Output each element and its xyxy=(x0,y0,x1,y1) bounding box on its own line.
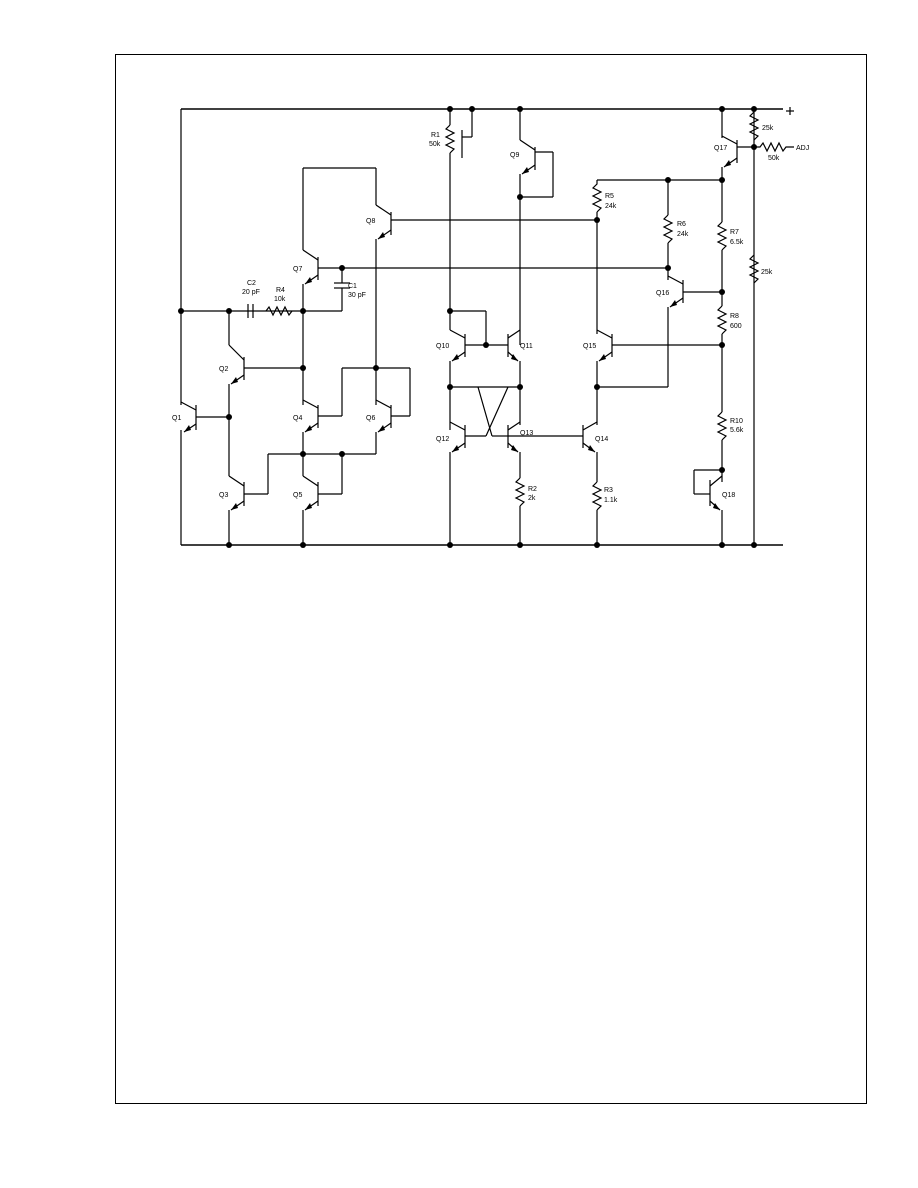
label-q6: Q6 xyxy=(366,415,375,422)
transistor-q15 xyxy=(596,329,722,362)
label-r8-value: 600 xyxy=(730,323,742,330)
label-adj: ADJ xyxy=(796,145,809,152)
label-q5: Q5 xyxy=(293,492,302,499)
label-r7-value: 6.5k xyxy=(730,239,744,246)
label-r3-name: R3 xyxy=(604,487,613,494)
supply-rail xyxy=(181,107,794,115)
label-c1-value: 30 pF xyxy=(348,292,366,299)
resistor-r7 xyxy=(716,221,728,251)
transistor-q9 xyxy=(519,139,554,198)
label-r10-value: 5.6k xyxy=(730,427,744,434)
transistor-q7 xyxy=(302,249,668,285)
label-r1-name: R1 xyxy=(431,132,440,139)
label-q15: Q15 xyxy=(583,343,596,350)
label-r-top-value: 25k xyxy=(762,125,774,132)
label-r-adj-value: 50k xyxy=(768,155,780,162)
label-r4-value: 10k xyxy=(274,296,286,303)
label-q7: Q7 xyxy=(293,266,302,273)
transistor-q2 xyxy=(228,344,303,385)
transistor-q12 xyxy=(449,421,466,453)
label-q2: Q2 xyxy=(219,366,228,373)
label-q10: Q10 xyxy=(436,343,449,350)
transistor-q4 xyxy=(302,399,342,433)
resistor-top-right xyxy=(748,111,760,141)
label-q16: Q16 xyxy=(656,290,669,297)
label-c2-value: 20 pF xyxy=(242,289,260,296)
resistor-r6 xyxy=(662,180,674,280)
resistor-r1 xyxy=(444,109,473,311)
capacitor-c1 xyxy=(303,268,350,312)
resistor-r3 xyxy=(591,481,603,511)
transistor-q18 xyxy=(693,469,723,511)
label-q14: Q14 xyxy=(595,436,608,443)
label-q13: Q13 xyxy=(520,430,533,437)
label-r10-name: R10 xyxy=(730,418,743,425)
junction-dots xyxy=(178,106,757,548)
resistor-r2 xyxy=(514,477,526,507)
label-r5-name: R5 xyxy=(605,193,614,200)
page-frame xyxy=(115,54,867,1104)
resistor-r4 xyxy=(265,305,293,317)
transistor-q8 xyxy=(375,204,597,240)
transistor-q14 xyxy=(582,421,598,453)
transistor-q10 xyxy=(449,311,508,362)
resistor-adj xyxy=(754,141,794,153)
transistor-q1 xyxy=(180,401,229,433)
label-r3-value: 1.1k xyxy=(604,497,618,504)
resistor-right xyxy=(748,254,760,284)
label-q12: Q12 xyxy=(436,436,449,443)
label-r-right-value: 25k xyxy=(761,269,773,276)
label-r6-value: 24k xyxy=(677,231,689,238)
label-r2-value: 2k xyxy=(528,495,536,502)
label-q4: Q4 xyxy=(293,415,302,422)
transistor-q3 xyxy=(228,475,268,511)
transistor-q11 xyxy=(507,329,521,362)
label-r5-value: 24k xyxy=(605,203,617,210)
resistor-r5 xyxy=(591,180,603,213)
label-r7-name: R7 xyxy=(730,229,739,236)
label-q17: Q17 xyxy=(714,145,727,152)
transistor-q13 xyxy=(507,421,583,453)
transistor-q6 xyxy=(375,399,410,433)
label-q11: Q11 xyxy=(520,343,533,350)
label-q9: Q9 xyxy=(510,152,519,159)
label-q18: Q18 xyxy=(722,492,735,499)
label-r4-name: R4 xyxy=(276,287,285,294)
resistor-r10 xyxy=(716,411,728,441)
label-r2-name: R2 xyxy=(528,486,537,493)
label-c2-name: C2 xyxy=(247,280,256,287)
capacitor-c2 xyxy=(247,304,254,318)
label-q8: Q8 xyxy=(366,218,375,225)
label-r8-name: R8 xyxy=(730,313,739,320)
label-q3: Q3 xyxy=(219,492,228,499)
label-q1: Q1 xyxy=(172,415,181,422)
label-r1-value: 50k xyxy=(429,141,441,148)
transistor-q5 xyxy=(302,475,342,511)
label-c1-name: C1 xyxy=(348,283,357,290)
resistor-r8 xyxy=(716,305,728,335)
transistor-q16 xyxy=(667,275,722,308)
label-r6-name: R6 xyxy=(677,221,686,228)
